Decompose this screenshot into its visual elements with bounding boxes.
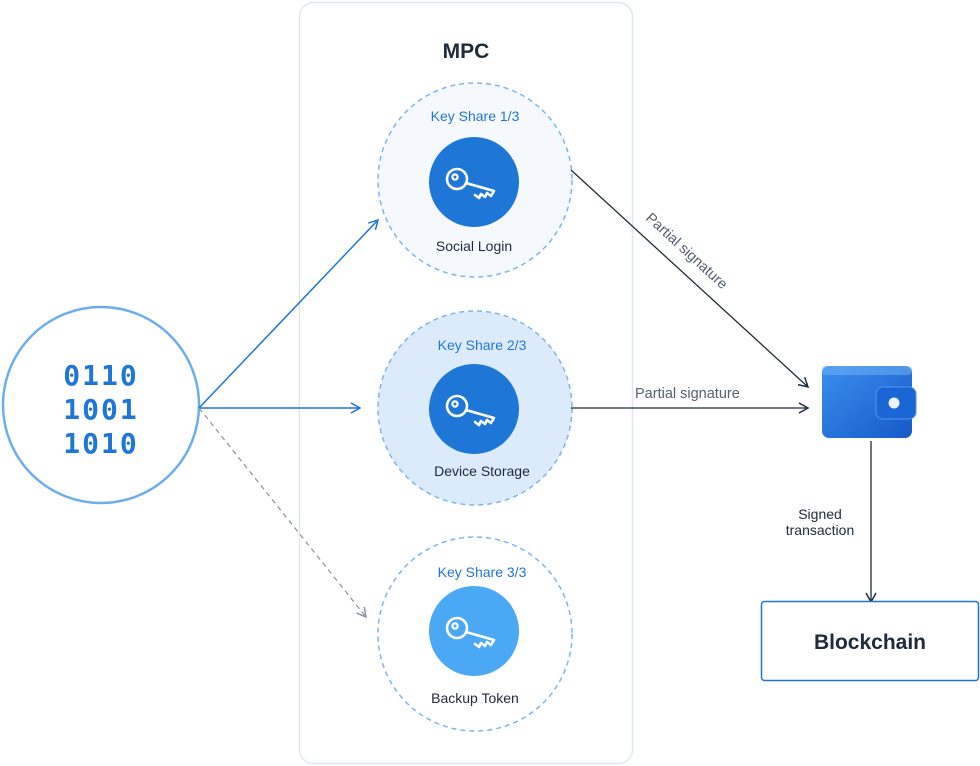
- arrow-share-1-to-wallet: [570, 169, 810, 389]
- signed-transaction-line-2: transaction: [786, 522, 854, 538]
- key-share-1-title: Key Share 1/3: [431, 108, 520, 124]
- key-share-2-title: Key Share 2/3: [438, 337, 527, 353]
- mpc-title: MPC: [443, 40, 490, 63]
- binary-line-3: 1010: [63, 427, 138, 460]
- key-share-3: Key Share 3/3 Backup Token: [377, 536, 573, 732]
- key-share-3-label: Backup Token: [431, 690, 519, 706]
- binary-line-1: 0110: [63, 359, 138, 392]
- partial-signature-label-1: Partial signature: [642, 210, 730, 293]
- key-share-2-badge: [429, 364, 519, 454]
- key-share-3-title: Key Share 3/3: [438, 564, 527, 580]
- key-share-1-badge: [429, 137, 519, 227]
- data-source: 0110 1001 1010: [1, 305, 201, 505]
- key-share-1-label: Social Login: [436, 238, 512, 254]
- key-share-2-label: Device Storage: [434, 463, 530, 479]
- blockchain-node: Blockchain: [760, 600, 980, 682]
- binary-line-2: 1001: [63, 393, 138, 426]
- key-share-3-badge: [429, 586, 519, 676]
- partial-signature-label-2: Partial signature: [635, 386, 740, 402]
- key-share-1: Key Share 1/3 Social Login: [377, 82, 573, 278]
- blockchain-label: Blockchain: [814, 631, 926, 654]
- wallet-icon: [822, 366, 917, 438]
- key-share-2: Key Share 2/3 Device Storage: [377, 310, 573, 506]
- signed-transaction-line-1: Signed: [798, 506, 842, 522]
- arrow-to-share-1: [198, 218, 380, 409]
